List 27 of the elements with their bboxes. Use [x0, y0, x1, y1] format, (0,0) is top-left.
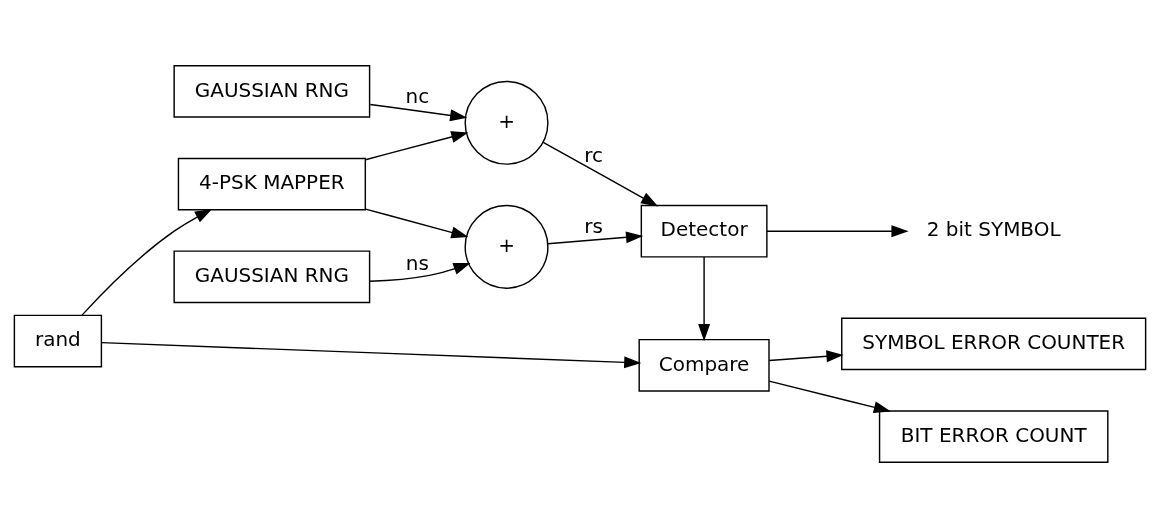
node-box: GAUSSIAN RNG [173, 65, 371, 118]
edge-label: rc [584, 142, 603, 167]
arrow [698, 256, 711, 342]
node-box: 4-PSK MAPPER [177, 157, 367, 211]
arrow [547, 231, 644, 245]
arrow [542, 141, 659, 207]
arrow [768, 380, 891, 414]
node-box: SYMBOL ERROR COUNTER [841, 317, 1147, 371]
node-box: Compare [638, 338, 770, 392]
node-circle: + [464, 80, 549, 165]
arrow [81, 208, 213, 316]
edge-label: nc [405, 84, 430, 109]
node-box: Detector [640, 204, 768, 258]
arrow [369, 103, 468, 122]
node-box: BIT ERROR COUNT [878, 410, 1109, 463]
edge-label: rs [584, 213, 603, 238]
node-box: GAUSSIAN RNG [173, 250, 371, 304]
arrow [766, 225, 909, 238]
arrow [364, 208, 469, 239]
edge-label: ns [405, 250, 429, 275]
node-circle: + [464, 204, 549, 289]
arrow [100, 341, 642, 369]
arrow [368, 262, 471, 282]
arrow [364, 131, 469, 161]
node-text: 2 bit SYMBOL [926, 217, 1061, 242]
arrow [768, 350, 844, 363]
node-box: rand [13, 314, 103, 368]
